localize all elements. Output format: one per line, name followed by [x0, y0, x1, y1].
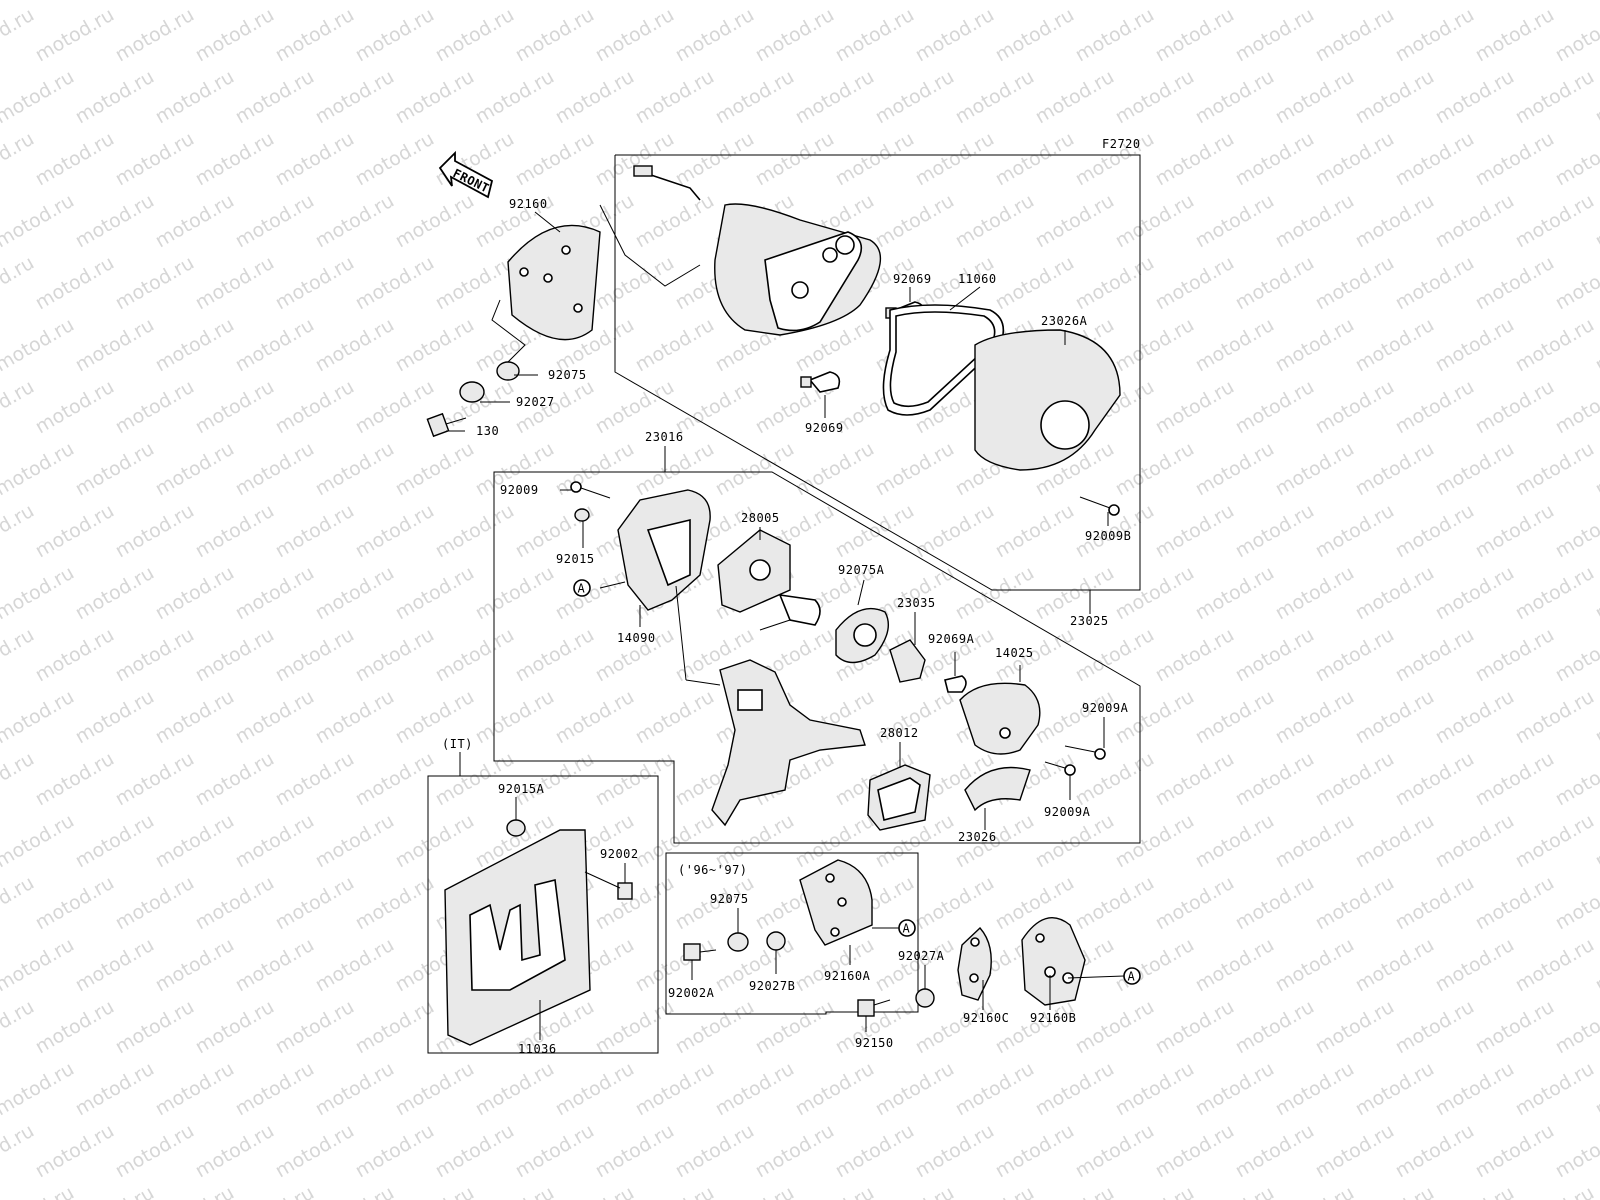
bracket-14090 [617, 489, 711, 611]
bolt-92150 [857, 999, 891, 1017]
label-92069-lower: 92069 [805, 421, 844, 435]
part-130-bolt [426, 412, 467, 438]
part-92075-washer [496, 361, 520, 381]
ref-marker-a-text: A [903, 922, 911, 936]
bolt-92002 [584, 871, 633, 900]
label-28005: 28005 [741, 511, 780, 525]
washer-92075-stay [727, 932, 749, 952]
lens-23026a [974, 329, 1121, 471]
label-92160: 92160 [509, 197, 548, 211]
part-92027-collar [459, 381, 485, 403]
label-92160b: 92160B [1030, 1011, 1076, 1025]
screw-92009 [570, 481, 611, 499]
label-92069a: 92069A [928, 632, 975, 646]
label-92015: 92015 [556, 552, 595, 566]
stay-92160b [1021, 917, 1086, 1006]
label-92002: 92002 [600, 847, 639, 861]
figure-code: F2720 [1102, 137, 1141, 151]
label-23026: 23026 [958, 830, 997, 844]
license-bracket-23016 [711, 659, 866, 827]
label-92069-upper: 92069 [893, 272, 932, 286]
label-11036: 11036 [518, 1042, 557, 1056]
bolt-92002a [683, 943, 717, 961]
note-years: ('96~'97) [678, 863, 748, 877]
lens-23026 [964, 766, 1031, 812]
label-92009b: 92009B [1085, 529, 1131, 543]
taillight-frame [614, 154, 1141, 591]
ref-marker-a-3: A [1123, 967, 1141, 985]
label-92027b: 92027B [749, 979, 795, 993]
label-23026a: 23026A [1041, 314, 1088, 328]
label-92075-stay: 92075 [710, 892, 749, 906]
ref-marker-a-1: A [573, 579, 591, 597]
nut-92015a [506, 819, 526, 837]
bulb-92069a [944, 675, 967, 693]
label-92160c: 92160C [963, 1011, 1009, 1025]
ref-marker-a-text: A [1128, 970, 1136, 984]
screw-92009a-lower [1044, 761, 1076, 776]
grommet-92075a [759, 594, 889, 664]
bulb-92069-lower [800, 371, 841, 393]
label-14090: 14090 [617, 631, 656, 645]
ref-marker-a-2: A [898, 919, 916, 937]
label-92002a: 92002A [668, 986, 715, 1000]
ref-marker-a-text: A [578, 582, 586, 596]
label-23016: 23016 [645, 430, 684, 444]
label-92027a: 92027A [898, 949, 945, 963]
label-92075: 92075 [548, 368, 587, 382]
stay-92160c [957, 926, 992, 1001]
leader-lines [446, 211, 1125, 1040]
label-92015a: 92015A [498, 782, 545, 796]
stay-92160a [799, 859, 873, 946]
front-arrow-icon: FRONT [438, 150, 494, 199]
screw-92009a-upper [1064, 745, 1106, 760]
label-14025: 14025 [995, 646, 1034, 660]
plate-bracket-11036 [444, 829, 591, 1046]
label-130: 130 [476, 424, 499, 438]
part-92160-cushion [507, 224, 601, 341]
holder-23035 [889, 639, 926, 683]
label-92009: 92009 [500, 483, 539, 497]
collar-92027b [766, 931, 786, 951]
washer-92015 [574, 508, 590, 522]
license-bracket-frame [493, 471, 1141, 844]
label-92075a: 92075A [838, 563, 885, 577]
label-23025: 23025 [1070, 614, 1109, 628]
label-92160a: 92160A [824, 969, 871, 983]
label-28012: 28012 [880, 726, 919, 740]
label-23035: 23035 [897, 596, 936, 610]
cover-14025 [959, 682, 1041, 755]
label-92027: 92027 [516, 395, 555, 409]
taillight-housing [633, 165, 882, 336]
collar-92027a [915, 988, 935, 1008]
label-11060: 11060 [958, 272, 997, 286]
screw-92009b [1079, 496, 1120, 516]
reflector-28012 [867, 764, 931, 831]
reflector-frame [665, 852, 919, 1015]
label-92150: 92150 [855, 1036, 894, 1050]
label-92009a-upper: 92009A [1082, 701, 1129, 715]
note-it: (IT) [442, 737, 473, 751]
label-92009a-lower: 92009A [1044, 805, 1091, 819]
plate-28005 [717, 529, 791, 613]
license-plate-frame [427, 775, 659, 1054]
